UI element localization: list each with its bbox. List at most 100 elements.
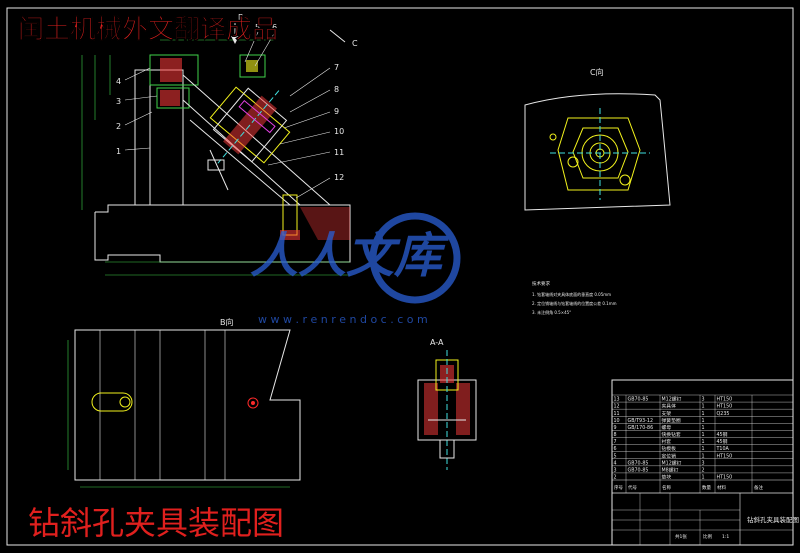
parts-list-cell-qty: 3 [702, 397, 705, 403]
callout: 4 [116, 77, 121, 86]
c-view-title: C向 [590, 67, 604, 77]
parts-list-cell-no: 8 [614, 432, 617, 438]
callout: 6 [272, 23, 277, 32]
parts-list-cell-qty: 1 [702, 425, 705, 431]
parts-list-cell-name: M12螺钉 [662, 396, 682, 403]
tech-req-item: 1. 钻套轴线对夹具体底面的垂直度 0.05mm [532, 291, 611, 297]
parts-list-cell-qty: 1 [702, 411, 705, 417]
watermark: 人人文库 w w w . r e n r e n d o c . c o m [250, 212, 461, 326]
title-block-scale-value: 1:1 [722, 534, 729, 540]
title-block-scale-label: 比例 [703, 533, 712, 540]
parts-list-cell-no: 13 [614, 397, 620, 403]
watermark-url: w w w . r e n r e n d o c . c o m [258, 313, 428, 326]
parts-list-header: 数量 [702, 484, 711, 491]
parts-list-cell-code: GB/170-86 [628, 425, 654, 431]
parts-list-cell-code: GB70-85 [628, 467, 649, 473]
parts-list-cell-code: GB70-85 [628, 397, 649, 403]
parts-list-cell-name: 钻模板 [662, 445, 677, 452]
top-banner: 闰土机械外文翻译成品 [18, 14, 278, 45]
parts-list-header: 名称 [662, 484, 671, 491]
tech-req-title: 技术要求 [532, 280, 550, 287]
c-view: C向 [524, 67, 671, 211]
callout: 3 [116, 97, 121, 106]
bottom-banner: 钻斜孔夹具装配图 [28, 504, 284, 542]
parts-list-cell-mat: HT150 [717, 404, 733, 410]
parts-list-cell-qty: 1 [702, 404, 705, 410]
parts-list-cell-code: GB/T93-12 [628, 418, 654, 424]
callout: 10 [334, 127, 344, 136]
parts-list-cell-name: M12螺钉 [662, 459, 682, 466]
callout: 12 [334, 173, 344, 182]
parts-list-cell-no: 12 [614, 404, 620, 410]
tech-requirements: 技术要求 1. 钻套轴线对夹具体底面的垂直度 0.05mm 2. 定位销轴线与钻… [532, 280, 617, 315]
parts-list-cell-qty: 1 [702, 446, 705, 452]
callout: 1 [116, 147, 121, 156]
parts-list-cell-qty: 1 [702, 418, 705, 424]
drawing-border [6, 7, 794, 546]
main-view [81, 31, 351, 276]
parts-list-cell-mat: T10A [716, 446, 730, 452]
parts-list-header: 代号 [628, 484, 637, 491]
parts-list-cell-name: M8螺钉 [662, 466, 679, 473]
parts-list-cell-no: 5 [614, 453, 617, 459]
parts-list-cell-no: 9 [614, 425, 617, 431]
callout: 7 [334, 63, 339, 72]
a-a-section: A-A [417, 338, 477, 470]
parts-list-cell-mat: 45钢 [717, 431, 728, 438]
title-block-drawing-title: 钻斜孔夹具装配图 [747, 515, 799, 524]
b-view-title: B向 [220, 317, 234, 327]
parts-list-cell-mat: Q235 [717, 411, 730, 417]
parts-list-cell-name: 弹簧垫圈 [662, 417, 681, 424]
callout: 11 [334, 148, 344, 157]
parts-list-cell-name: 垫块 [662, 474, 672, 481]
parts-list-row: 2 垫块 1 HT150 [614, 474, 733, 481]
parts-list-row: 5 定位销 1 HT150 [614, 452, 733, 459]
parts-list-cell-no: 10 [614, 418, 620, 424]
callout: 8 [334, 85, 339, 94]
parts-list-row: 6 钻模板 1 T10A [614, 445, 730, 452]
title-block-sheet: 共1张 [675, 533, 687, 540]
parts-list-cell-name: 快换钻套 [662, 431, 681, 438]
parts-list-cell-name: 支架 [662, 410, 672, 417]
parts-list-cell-no: 11 [614, 411, 620, 417]
parts-list-cell-qty: 1 [702, 439, 705, 445]
parts-list-row: 13 GB70-85 M12螺钉 3 HT150 [614, 396, 733, 403]
parts-list-cell-name: 衬套 [662, 438, 672, 445]
b-arrow-label: B [238, 13, 244, 22]
parts-list-cell-no: 6 [614, 446, 617, 452]
b-view: B向 [67, 317, 301, 488]
parts-list-cell-mat: HT150 [717, 453, 733, 459]
callout: 9 [334, 107, 339, 116]
parts-list-cell-no: 7 [614, 439, 617, 445]
parts-list-header: 备注 [754, 484, 763, 491]
parts-list-cell-qty: 3 [702, 460, 705, 466]
watermark-text: 人人文库 [250, 228, 450, 284]
parts-list-cell-qty: 1 [702, 453, 705, 459]
parts-list-header: 序号 [614, 484, 623, 491]
callout: 2 [116, 122, 121, 131]
parts-list-cell-no: 4 [614, 460, 617, 466]
parts-list-cell-mat: HT150 [717, 475, 733, 481]
a-a-title: A-A [430, 338, 444, 347]
parts-list-cell-no: 2 [614, 475, 617, 481]
tech-req-item: 2. 定位销轴线与钻套轴线的位置度公差 0.1mm [532, 300, 617, 306]
parts-list-cell-code: GB70-85 [628, 460, 649, 466]
parts-list-header: 材料 [717, 484, 726, 491]
part-callouts: 1 2 3 4 5 6 7 8 9 10 11 12 [116, 23, 344, 182]
callout: 5 [255, 23, 260, 32]
parts-list-row: 12 夹具体 1 HT150 [614, 403, 733, 410]
tech-req-item: 3. 未注倒角 0.5×45° [532, 309, 571, 315]
parts-list-cell-no: 3 [614, 467, 617, 473]
parts-list-cell-name: 定位销 [662, 452, 677, 459]
parts-list-cell-qty: 1 [702, 432, 705, 438]
parts-list-row: 10 GB/T93-12 弹簧垫圈 1 [614, 417, 705, 424]
view-arrows: B C [231, 13, 358, 48]
parts-list-cell-name: 夹具体 [662, 403, 677, 410]
parts-list-cell-qty: 1 [702, 475, 705, 481]
parts-list-cell-mat: HT150 [717, 397, 733, 403]
